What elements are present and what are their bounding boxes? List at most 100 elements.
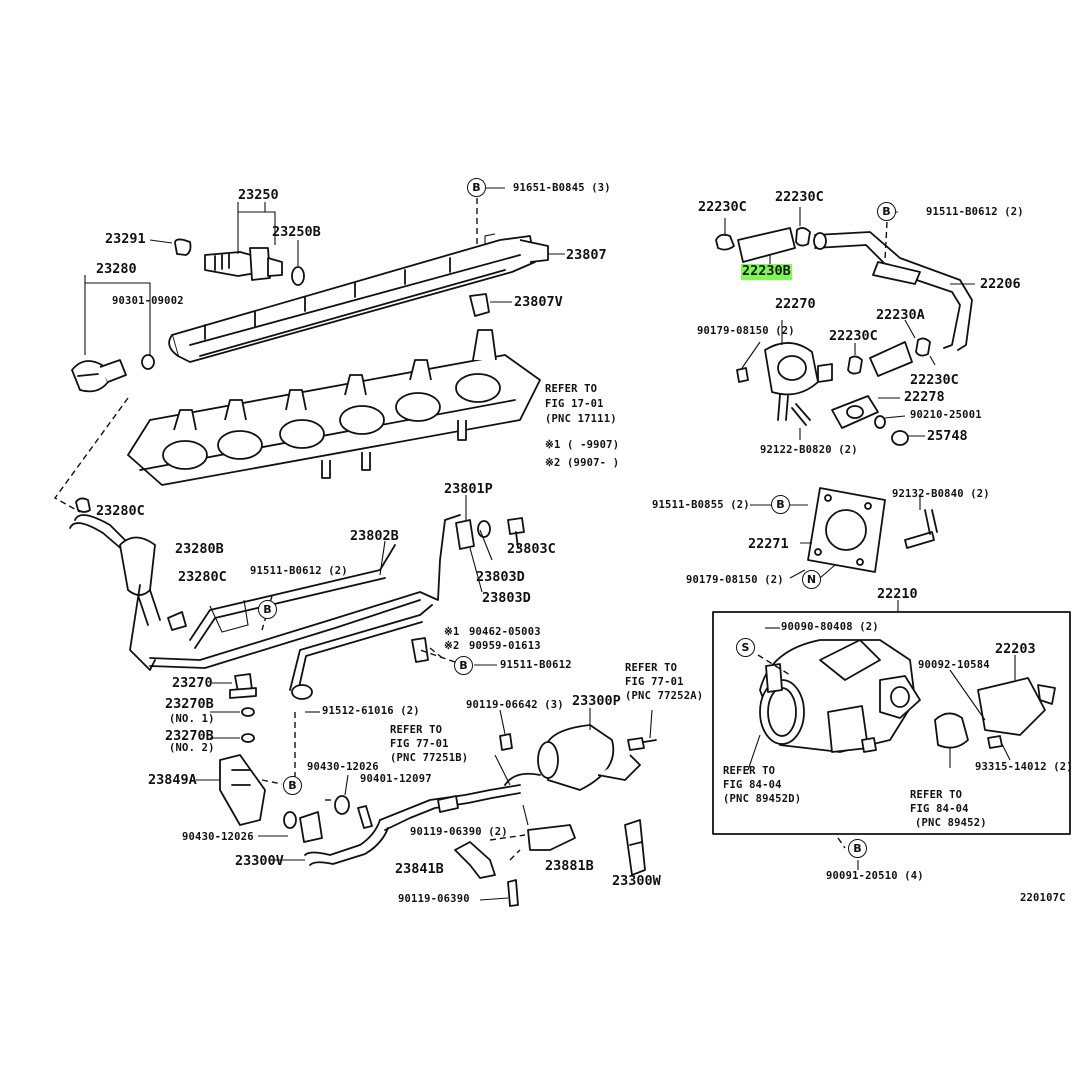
part-number[interactable]: 91511-B0855 (2) bbox=[652, 499, 750, 511]
ref-marker-b: B bbox=[848, 839, 867, 858]
ref-marker-b: B bbox=[454, 656, 473, 675]
part-number[interactable]: 22271 bbox=[748, 536, 789, 552]
part-number[interactable]: 92122-B0820 (2) bbox=[760, 444, 858, 456]
part-number[interactable]: 22270 bbox=[775, 296, 816, 312]
refer-to-figure[interactable]: FIG 17-01 bbox=[545, 398, 604, 410]
part-number[interactable]: 23803C bbox=[507, 541, 556, 557]
star-marker: ※1 bbox=[444, 626, 460, 638]
part-number[interactable]: 90462-05003 bbox=[469, 626, 541, 638]
part-number[interactable]: 23841B bbox=[395, 861, 444, 877]
part-number[interactable]: 23270B bbox=[165, 696, 214, 712]
part-number[interactable]: 90119-06390 bbox=[398, 893, 470, 905]
part-number[interactable]: 23803D bbox=[476, 569, 525, 585]
diagram-id: 220107C bbox=[1020, 892, 1066, 904]
part-number[interactable]: 23849A bbox=[148, 772, 197, 788]
ref-marker-s: S bbox=[736, 638, 755, 657]
part-number-highlighted[interactable]: 22230B bbox=[741, 263, 792, 280]
refer-to-label: REFER TO bbox=[545, 383, 598, 395]
note-star2: ※2 (9907- ) bbox=[545, 457, 620, 469]
part-number[interactable]: 90179-08150 (2) bbox=[697, 325, 795, 337]
part-number[interactable]: 90092-10584 bbox=[918, 659, 990, 671]
part-number[interactable]: 25748 bbox=[927, 428, 968, 444]
part-number[interactable]: 92132-B0840 (2) bbox=[892, 488, 990, 500]
part-number[interactable]: 23807V bbox=[514, 294, 563, 310]
part-number[interactable]: 23803D bbox=[482, 590, 531, 606]
fuel-injector bbox=[204, 247, 283, 281]
refer-to-figure[interactable]: FIG 84-04 bbox=[723, 779, 782, 791]
ref-marker-b: B bbox=[258, 600, 277, 619]
part-number[interactable]: 90119-06642 (3) bbox=[466, 699, 564, 711]
part-number[interactable]: 23270 bbox=[172, 675, 213, 691]
part-number[interactable]: 23807 bbox=[566, 247, 607, 263]
fuel-tubes bbox=[149, 514, 461, 700]
refer-to-figure[interactable]: FIG 77-01 bbox=[390, 738, 449, 750]
part-number[interactable]: 23300P bbox=[572, 693, 621, 709]
part-number[interactable]: 90301-09002 bbox=[112, 295, 184, 307]
star-marker: ※2 bbox=[444, 640, 460, 652]
part-number[interactable]: 22203 bbox=[995, 641, 1036, 657]
part-number[interactable]: 23300W bbox=[612, 873, 661, 889]
fuel-return-hoses bbox=[69, 497, 187, 671]
refer-to-pnc: (PNC 77252A) bbox=[625, 690, 704, 702]
refer-to-label: REFER TO bbox=[723, 765, 776, 777]
part-number[interactable]: 90401-12097 bbox=[360, 773, 432, 785]
part-number[interactable]: 23250 bbox=[238, 187, 279, 203]
part-number[interactable]: 93315-14012 (2) bbox=[975, 761, 1073, 773]
refer-to-pnc: (PNC 17111) bbox=[545, 413, 617, 425]
part-number[interactable]: 22206 bbox=[980, 276, 1021, 292]
part-number[interactable]: 22230C bbox=[829, 328, 878, 344]
refer-to-pnc: (PNC 89452D) bbox=[723, 793, 802, 805]
ref-marker-b: B bbox=[467, 178, 486, 197]
part-number[interactable]: 23280B bbox=[175, 541, 224, 557]
part-number[interactable]: 22230C bbox=[698, 199, 747, 215]
refer-to-pnc: (PNC 89452) bbox=[915, 817, 987, 829]
ref-marker-b: B bbox=[771, 495, 790, 514]
part-number[interactable]: 90090-80408 (2) bbox=[781, 621, 879, 633]
part-number[interactable]: 91511-B0612 (2) bbox=[926, 206, 1024, 218]
air-hoses bbox=[715, 227, 973, 377]
throttle-body-gasket bbox=[807, 487, 886, 573]
part-number[interactable]: 23801P bbox=[444, 481, 493, 497]
part-number[interactable]: 23291 bbox=[105, 231, 146, 247]
intake-manifold bbox=[127, 329, 541, 486]
part-number[interactable]: 23881B bbox=[545, 858, 594, 874]
part-number[interactable]: 90959-01613 bbox=[469, 640, 541, 652]
part-number[interactable]: 22230C bbox=[910, 372, 959, 388]
part-number[interactable]: 23802B bbox=[350, 528, 399, 544]
part-number[interactable]: 22230A bbox=[876, 307, 925, 323]
part-number[interactable]: 22210 bbox=[877, 586, 918, 602]
part-number[interactable]: 22230C bbox=[775, 189, 824, 205]
part-number[interactable]: 90430-12026 bbox=[182, 831, 254, 843]
part-number[interactable]: 91511-B0612 bbox=[500, 659, 572, 671]
variant-label: (NO. 1) bbox=[169, 713, 215, 725]
refer-to-label: REFER TO bbox=[625, 662, 678, 674]
note-star1: ※1 ( -9907) bbox=[545, 439, 620, 451]
part-number[interactable]: 22278 bbox=[904, 389, 945, 405]
pressure-regulator bbox=[71, 354, 155, 393]
part-number[interactable]: 23280 bbox=[96, 261, 137, 277]
ref-marker-b: B bbox=[877, 202, 896, 221]
part-number[interactable]: 91511-B0612 (2) bbox=[250, 565, 348, 577]
refer-to-label: REFER TO bbox=[910, 789, 963, 801]
ref-marker-b: B bbox=[283, 776, 302, 795]
part-number[interactable]: 23280C bbox=[178, 569, 227, 585]
refer-to-pnc: (PNC 77251B) bbox=[390, 752, 469, 764]
ref-marker-n: N bbox=[802, 570, 821, 589]
part-number[interactable]: 91512-61016 (2) bbox=[322, 705, 420, 717]
part-number[interactable]: 23270B bbox=[165, 728, 214, 744]
part-number[interactable]: 23250B bbox=[272, 224, 321, 240]
fuel-delivery-pipe bbox=[168, 233, 549, 363]
throttle-body bbox=[759, 639, 921, 753]
refer-to-figure[interactable]: FIG 77-01 bbox=[625, 676, 684, 688]
part-number[interactable]: 90091-20510 (4) bbox=[826, 870, 924, 882]
part-number[interactable]: 90430-12026 bbox=[307, 761, 379, 773]
part-number[interactable]: 90179-08150 (2) bbox=[686, 574, 784, 586]
part-number[interactable]: 91651-B0845 (3) bbox=[513, 182, 611, 194]
part-number[interactable]: 90119-06390 (2) bbox=[410, 826, 508, 838]
refer-to-figure[interactable]: FIG 84-04 bbox=[910, 803, 969, 815]
part-number[interactable]: 90210-25001 bbox=[910, 409, 982, 421]
part-number[interactable]: 23300V bbox=[235, 853, 284, 869]
part-number[interactable]: 23280C bbox=[96, 503, 145, 519]
